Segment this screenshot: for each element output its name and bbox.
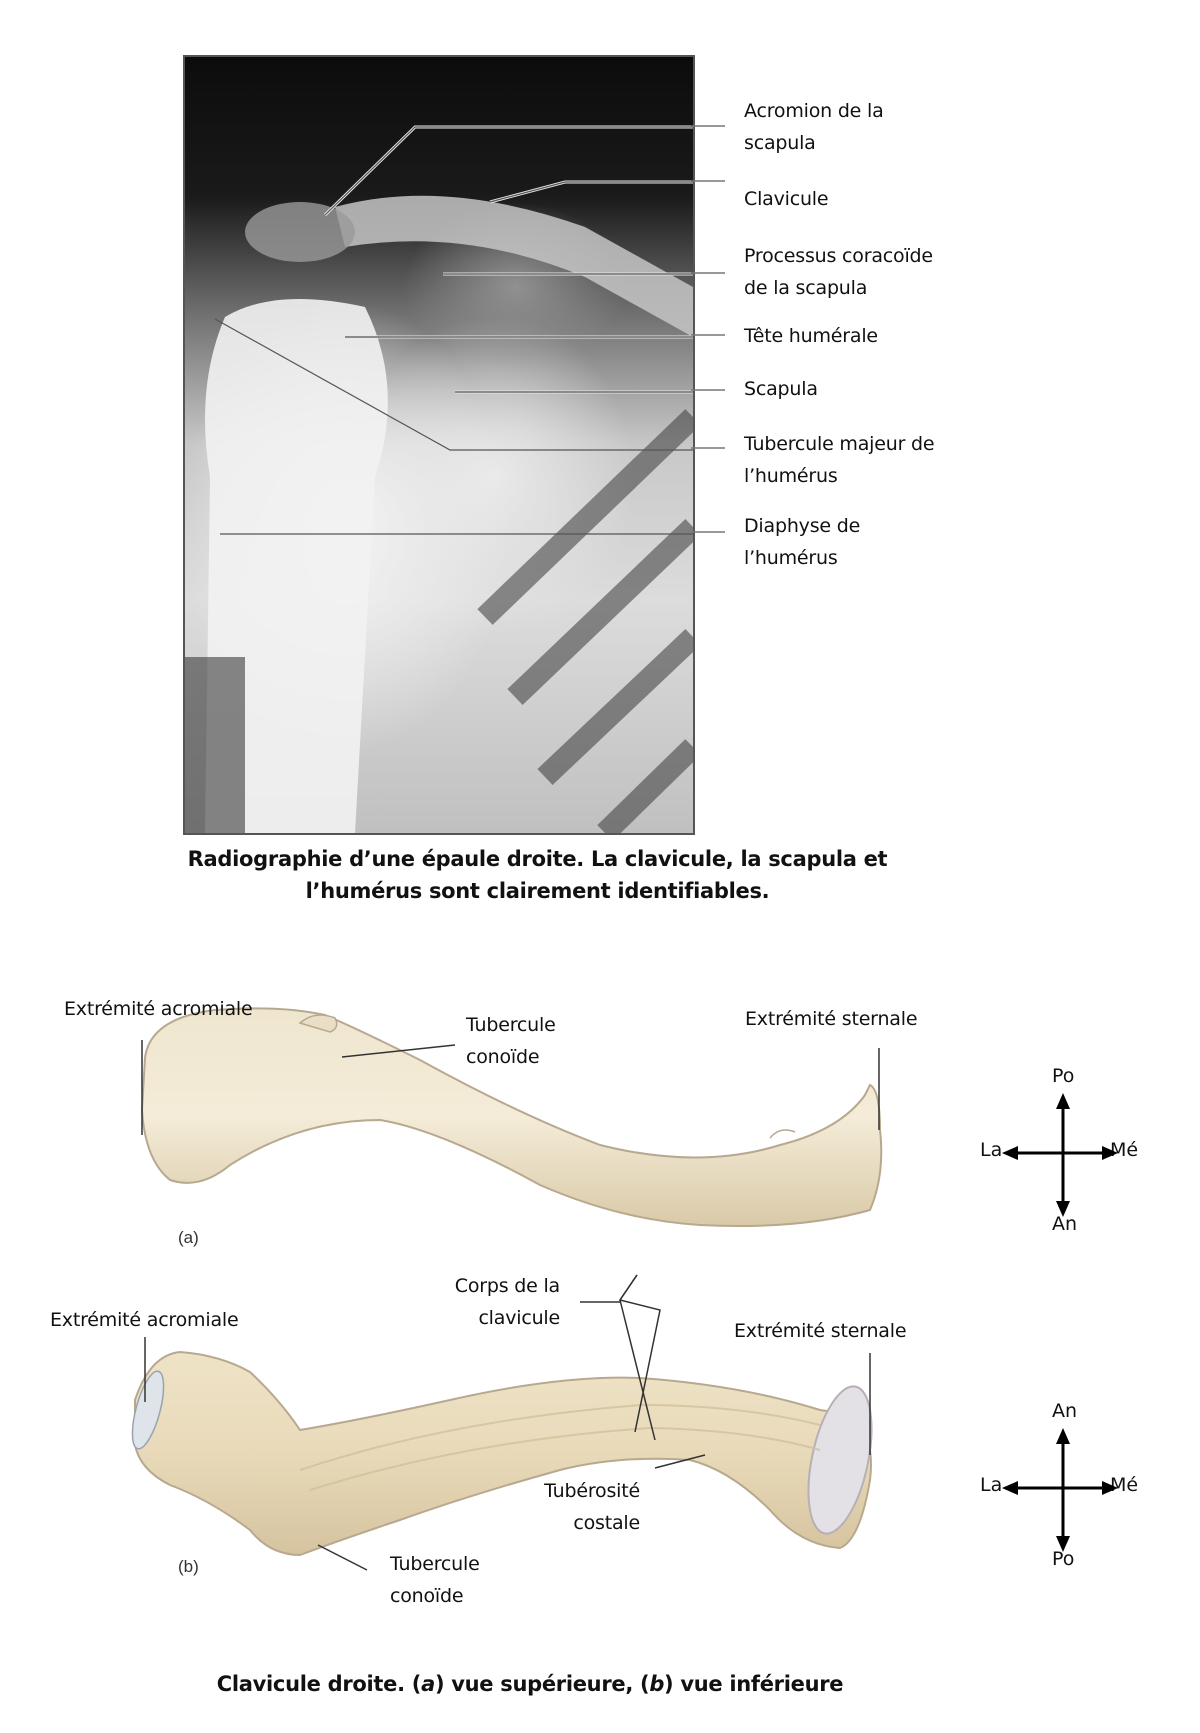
label-line: Acromion de la [744,100,884,122]
label-a-acromial-end: Extrémité acromiale [64,998,253,1020]
label-line: Tubercule majeur de [744,433,935,455]
compass-left-label: La [980,1474,1003,1496]
label-line: Clavicule [744,188,829,210]
caption-text: ) vue supérieure, ( [434,1672,650,1696]
label-b-costal-tuberosity: Tubérosité costale [504,1475,640,1539]
caption-text: ) vue inférieure [664,1672,844,1696]
caption-line-2: l’humérus sont clairement identifiables. [305,879,770,903]
clavicle-inferior-view [134,1350,872,1557]
radiograph-caption: Radiographie d’une épaule droite. La cla… [0,843,1075,907]
caption-line-1: Radiographie d’une épaule droite. La cla… [187,847,888,871]
label-line: l’humérus [744,465,838,487]
label-line: Tubercule [466,1014,556,1036]
orientation-compass-b: An Po La Mé [980,1400,1150,1580]
label-line: clavicule [478,1307,560,1329]
label-a-conoid-tubercle: Tubercule conoïde [466,1009,556,1073]
label-line: Tubérosité [544,1480,640,1502]
label-line: costale [573,1512,640,1534]
label-b-acromial-end: Extrémité acromiale [50,1309,239,1331]
label-greater-tubercle: Tubercule majeur de l’humérus [744,428,935,492]
label-coracoid-process: Processus coracoïde de la scapula [744,240,933,304]
label-a-sternal-end: Extrémité sternale [745,1008,918,1030]
compass-right-label: Mé [1110,1474,1139,1496]
caption-italic-b: b [649,1672,665,1696]
label-line: Tubercule [390,1553,480,1575]
label-b-conoid-tubercle: Tubercule conoïde [390,1548,480,1612]
label-line: scapula [744,132,816,154]
compass-down-label: Po [1052,1548,1075,1570]
compass-up-label: Po [1052,1065,1075,1087]
label-acromion: Acromion de la scapula [744,95,884,159]
view-a-tag: (a) [178,1228,199,1247]
orientation-compass-a: Po An La Mé [980,1065,1150,1245]
view-b-tag: (b) [178,1557,199,1576]
clavicle-caption: Clavicule droite. (a) vue supérieure, (b… [0,1668,1060,1700]
label-line: Processus coracoïde [744,245,933,267]
compass-up-label: An [1052,1400,1078,1422]
caption-italic-a: a [421,1672,435,1696]
label-line: conoïde [466,1046,540,1068]
label-line: Diaphyse de [744,515,861,537]
label-line: de la scapula [744,277,868,299]
label-humeral-shaft: Diaphyse de l’humérus [744,510,860,574]
four-way-arrow-icon [1002,1093,1118,1217]
four-way-arrow-icon [1002,1428,1118,1552]
label-line: Corps de la [454,1275,560,1297]
label-line: conoïde [390,1585,464,1607]
label-clavicule: Clavicule [744,183,829,215]
label-clavicle-body: Corps de la clavicule [420,1270,560,1334]
label-line: l’humérus [744,547,838,569]
compass-left-label: La [980,1139,1003,1161]
clavicle-superior-view [140,1007,883,1227]
caption-text: Clavicule droite. ( [216,1672,422,1696]
label-line: Scapula [744,378,818,400]
compass-down-label: An [1052,1213,1078,1235]
label-b-sternal-end: Extrémité sternale [734,1320,907,1342]
label-scapula: Scapula [744,373,818,405]
label-humeral-head: Tête humérale [744,320,878,352]
radiograph-illustration [185,125,693,833]
label-line: Tête humérale [744,325,878,347]
compass-right-label: Mé [1110,1139,1139,1161]
shoulder-radiograph [183,55,695,835]
